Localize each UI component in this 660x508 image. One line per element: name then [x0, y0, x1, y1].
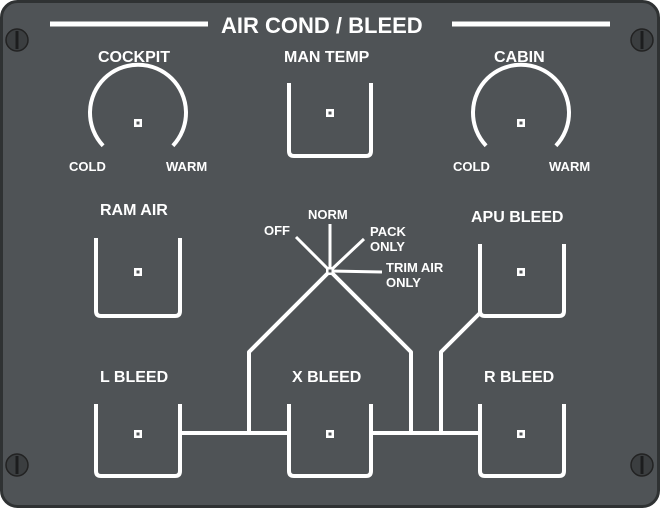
cabin-label: CABIN — [494, 49, 545, 66]
apu-bleed-switch[interactable] — [483, 246, 561, 314]
trim-air-only-line1: TRIM AIR — [386, 260, 444, 275]
screw-icon — [630, 453, 654, 477]
pack-only-line2: ONLY — [370, 239, 405, 254]
apu-bleed-bracket — [478, 244, 566, 318]
ram-air-bracket — [94, 238, 182, 318]
ram-air-label: RAM AIR — [100, 202, 168, 219]
r-bleed-bracket — [478, 404, 566, 478]
man-temp-label: MAN TEMP — [284, 49, 370, 66]
pack-selector-rays — [294, 224, 383, 274]
l-bleed-switch[interactable] — [99, 406, 177, 474]
cockpit-temp-knob[interactable] — [98, 83, 178, 163]
man-temp-bracket — [287, 83, 373, 158]
ram-air-switch[interactable] — [99, 240, 177, 314]
cockpit-label: COCKPIT — [98, 49, 170, 66]
pack-selector-knob[interactable] — [305, 246, 355, 296]
x-bleed-switch[interactable] — [292, 406, 368, 474]
trim-air-only-line2: ONLY — [386, 275, 421, 290]
cabin-temp-knob[interactable] — [481, 83, 561, 163]
pack-off-label: OFF — [264, 223, 290, 238]
panel-title: AIR COND / BLEED — [221, 13, 423, 38]
cockpit-warm-label: WARM — [166, 159, 208, 174]
l-bleed-bracket — [94, 404, 182, 478]
cabin-cold-label: COLD — [453, 159, 490, 174]
l-bleed-label: L BLEED — [100, 369, 169, 386]
x-bleed-label: X BLEED — [292, 369, 362, 386]
man-temp-knob[interactable] — [292, 84, 368, 154]
cockpit-temp-arc — [88, 62, 188, 148]
pack-only-label: PACK ONLY — [370, 224, 406, 254]
screw-icon — [630, 28, 654, 52]
r-bleed-switch[interactable] — [483, 406, 561, 474]
apu-bleed-label: APU BLEED — [471, 209, 564, 226]
cockpit-cold-label: COLD — [69, 159, 106, 174]
pack-only-line1: PACK — [370, 224, 406, 239]
screw-icon — [5, 28, 29, 52]
screw-icon — [5, 453, 29, 477]
cabin-warm-label: WARM — [549, 159, 591, 174]
trim-air-only-label: TRIM AIR ONLY — [386, 260, 443, 290]
x-bleed-bracket — [287, 404, 373, 478]
cabin-temp-arc — [471, 62, 571, 148]
pack-norm-label: NORM — [308, 207, 348, 222]
r-bleed-label: R BLEED — [484, 369, 555, 386]
